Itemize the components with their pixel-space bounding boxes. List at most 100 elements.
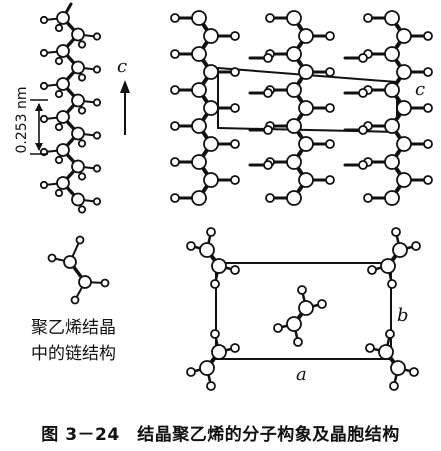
hydrogen-atom (423, 139, 433, 149)
carbon-atom (71, 60, 85, 75)
carbon-atom (56, 44, 70, 58)
single-chain-zigzag (39, 2, 102, 214)
hydrogen-atom (206, 227, 216, 237)
carbon-atom (286, 154, 302, 170)
hydrogen-atom (265, 13, 275, 23)
carbon-atom (56, 110, 70, 124)
carbon-atom (191, 46, 207, 62)
carbon-atom (191, 82, 207, 98)
hydrogen-atom (100, 278, 110, 288)
hydrogen-atom (365, 343, 375, 353)
carbon-atom (203, 136, 219, 152)
carbon-atom (56, 143, 70, 157)
carbon-atom (298, 172, 314, 188)
hydrogen-atom (423, 31, 433, 41)
hydrogen-atom (263, 88, 273, 98)
hydrogen-atom (170, 85, 180, 95)
chain-structure-label-line1: 聚乙烯结晶 (31, 318, 116, 338)
carbon-atom (298, 136, 314, 152)
crystal-side-view (170, 10, 433, 206)
hydrogen-atom (317, 299, 327, 309)
hydrogen-atom (325, 31, 335, 41)
hydrogen-atom (186, 367, 196, 377)
carbon-atom (378, 344, 394, 360)
carbon-atom (211, 258, 227, 274)
hydrogen-atom (363, 193, 373, 203)
hydrogen-atom (54, 56, 64, 66)
carbon-atom (390, 360, 406, 376)
c-axis-arrow (120, 80, 130, 135)
carbon-atom (384, 190, 400, 206)
carbon-atom (392, 242, 408, 258)
hydrogen-atom (170, 49, 180, 59)
hydrogen-atom (297, 285, 307, 295)
spacing-label: 0.253 nm (14, 86, 30, 154)
hydrogen-atom (39, 114, 49, 124)
hydrogen-atom (92, 164, 102, 173)
hydrogen-atom (230, 343, 240, 353)
carbon-atom (71, 27, 85, 42)
hydrogen-atom (92, 32, 102, 41)
hydrogen-atom (293, 337, 303, 347)
carbon-atom (396, 64, 412, 80)
carbon-atom (191, 118, 207, 134)
hydrogen-atom (170, 121, 180, 131)
hydrogen-atom (170, 157, 180, 167)
axis-label-b: b (397, 305, 409, 326)
carbon-atom (191, 154, 207, 170)
hydrogen-atom (230, 103, 240, 113)
hydrogen-atom (325, 139, 335, 149)
hydrogen-atom (230, 265, 240, 275)
hydrogen-atom (170, 13, 180, 23)
carbon-atom (396, 28, 412, 44)
hydrogen-atom (77, 172, 87, 181)
carbon-atom (199, 242, 215, 258)
hydrogen-atom (70, 295, 80, 305)
carbon-atom (396, 172, 412, 188)
hydrogen-atom (75, 235, 85, 245)
carbon-atom (286, 190, 302, 206)
hydrogen-atom (423, 103, 433, 113)
carbon-atom (199, 360, 215, 376)
unit-cell-outline (215, 262, 392, 360)
carbon-atom (286, 46, 302, 62)
carbon-atom (298, 100, 314, 116)
hydrogen-atom (54, 89, 64, 99)
hydrogen-atom (358, 160, 368, 170)
hydrogen-atom (186, 241, 196, 251)
carbon-atom (63, 255, 77, 269)
hydrogen-atom (230, 139, 240, 149)
hydrogen-atom (77, 73, 87, 82)
carbon-atom (56, 11, 70, 25)
hydrogen-atom (230, 175, 240, 185)
axis-label-c-left: c (117, 56, 128, 77)
hydrogen-atom (325, 67, 335, 77)
carbon-atom (191, 190, 207, 206)
carbon-atom (71, 126, 85, 141)
carbon-atom (78, 275, 92, 289)
figure-caption: 图 3－24 结晶聚乙烯的分子构象及晶胞结构 (41, 425, 400, 445)
hydrogen-atom (47, 253, 57, 263)
carbon-atom (396, 100, 412, 116)
carbon-atom (384, 154, 400, 170)
hydrogen-atom (273, 323, 283, 333)
hydrogen-atom (77, 205, 87, 214)
hydrogen-atom (263, 53, 273, 63)
hydrogen-atom (77, 139, 87, 148)
hydrogen-atom (92, 131, 102, 140)
carbon-atom (384, 82, 400, 98)
carbon-atom (384, 46, 400, 62)
hydrogen-atom (54, 23, 64, 33)
hydrogen-atom (263, 125, 273, 135)
hydrogen-atom (358, 53, 368, 63)
carbon-atom (71, 192, 85, 207)
hydrogen-atom (210, 329, 220, 339)
carbon-atom (71, 93, 85, 108)
carbon-atom (203, 172, 219, 188)
chain-end-projection (47, 235, 110, 305)
carbon-atom (56, 176, 70, 190)
hydrogen-atom (358, 88, 368, 98)
hydrogen-atom (325, 175, 335, 185)
carbon-atom (286, 10, 302, 26)
